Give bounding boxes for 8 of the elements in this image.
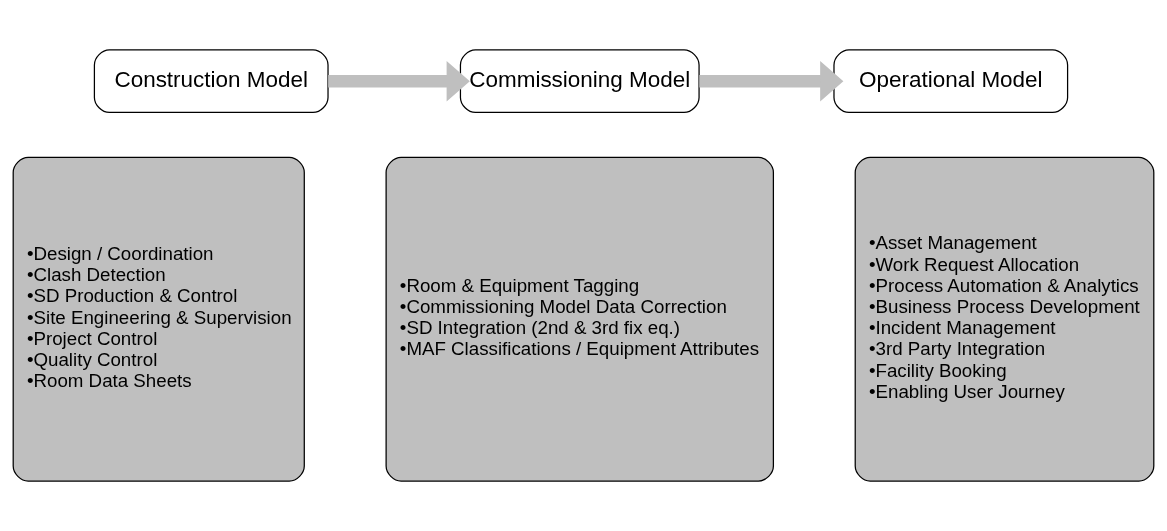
arrow [328,60,470,102]
node-box: •Design / Coordination •Clash Detection •SD Production & Control •Site Engineering & Supervision •Project Control •Quality Control •Room Data Sheets [12,156,305,482]
node-box: Construction Model [93,49,329,114]
arrow [699,60,844,102]
node-box: •Room & Equipment Tagging •Commissioning Model Data Correction •SD Integration (2nd & 3rd fix eq.) •MAF Classifications / Equipment Attributes [385,156,774,482]
node-box: Commissioning Model [459,49,700,114]
node-box: •Asset Management •Work Request Allocation •Process Automation & Analytics •Business Process Development •Incident Management •3rd Party Integration •Facility Booking •Enabling User Journey [854,156,1155,482]
node-box: Operational Model [833,49,1069,114]
